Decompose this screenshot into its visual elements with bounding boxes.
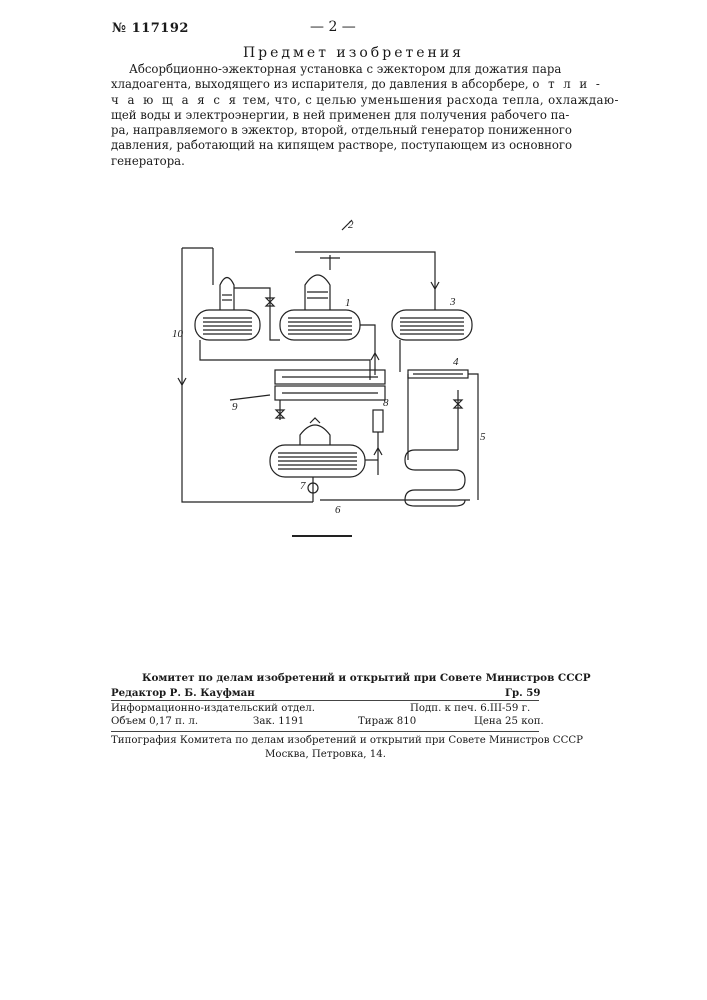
section-title: Предмет изобретения	[0, 45, 707, 61]
pump-6	[308, 477, 318, 502]
footer-price: Цена 25 коп.	[474, 716, 544, 727]
schematic-diagram: 1 2 3 4 5 6 7 8 9 10	[170, 210, 500, 520]
footer-department: Информационно-издательский отдел.	[111, 703, 315, 714]
valve-icon	[234, 288, 280, 340]
label-4: 4	[453, 356, 459, 368]
footer-rule	[111, 731, 539, 732]
pipe-line	[360, 325, 375, 375]
claim-text: Абсорбционно-эжекторная установка с эжек…	[111, 62, 543, 169]
footer-volume: Объем 0,17 п. л.	[111, 716, 198, 727]
patent-number: № 117192	[112, 21, 189, 36]
label-1: 1	[345, 297, 351, 309]
claim-line-text: тем, что, с целью уменьшения расхода теп…	[243, 93, 619, 107]
claim-line: Абсорбционно-эжекторная установка с эжек…	[111, 62, 543, 77]
label-6: 6	[335, 504, 341, 516]
apparatus-8	[373, 410, 383, 475]
footer-rule	[111, 700, 539, 701]
apparatus-9	[230, 370, 385, 400]
evaporator-coil-5	[405, 450, 465, 506]
label-7: 7	[300, 480, 306, 492]
footer-circulation: Тираж 810	[358, 716, 416, 727]
label-8: 8	[383, 397, 389, 409]
footer-group: Гр. 59	[505, 687, 540, 699]
apparatus-1	[280, 220, 360, 340]
page-number: — 2 —	[310, 19, 356, 35]
apparatus-10	[195, 248, 370, 380]
claim-line: давления, работающий на кипящем растворе…	[111, 138, 543, 153]
apparatus-7	[270, 418, 378, 477]
pipe-line	[182, 248, 313, 502]
label-10: 10	[172, 328, 184, 340]
claim-line: генератора.	[111, 154, 543, 169]
footer-address: Москва, Петровка, 14.	[265, 749, 386, 760]
label-3: 3	[449, 296, 456, 308]
footer-signed: Подп. к печ. 6.III-59 г.	[410, 703, 530, 714]
apparatus-4	[408, 370, 478, 500]
footer-committee: Комитет по делам изобретений и открытий …	[142, 672, 591, 684]
valve-icon	[276, 400, 284, 420]
separator-line	[292, 535, 352, 537]
pipe-line	[295, 252, 435, 310]
footer-editor: Редактор Р. Б. Кауфман	[111, 687, 255, 699]
claim-spaced-word: о т л и -	[532, 77, 602, 91]
footer-typography: Типография Комитета по делам изобретений…	[111, 735, 583, 746]
label-2: 2	[348, 219, 354, 231]
label-9: 9	[232, 401, 238, 413]
claim-line: хладоагента, выходящего из испарителя, д…	[111, 77, 543, 92]
label-5: 5	[480, 431, 486, 443]
claim-line: ра, направляемого в эжектор, второй, отд…	[111, 123, 543, 138]
claim-spaced-word: ч а ю щ а я с я	[111, 93, 239, 107]
claim-line: ч а ю щ а я с я тем, что, с целью уменьш…	[111, 93, 543, 108]
apparatus-3	[392, 310, 472, 372]
claim-line: щей воды и электроэнергии, в ней примене…	[111, 108, 543, 123]
claim-line-text: хладоагента, выходящего из испарителя, д…	[111, 77, 529, 91]
footer-order: Зак. 1191	[253, 716, 304, 727]
